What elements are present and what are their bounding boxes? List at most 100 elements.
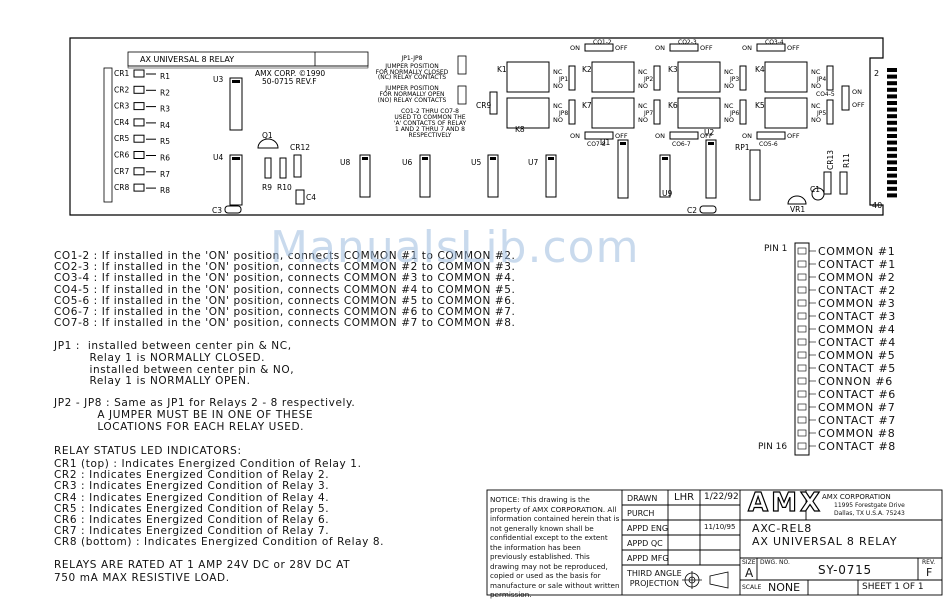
ic-notch <box>490 157 496 160</box>
off-label: OFF <box>615 44 628 52</box>
led-note-line: CR7 : Indicates Energized Condition of R… <box>54 525 330 538</box>
jp-label: JP4 <box>816 76 826 83</box>
relay-label: K8 <box>515 125 525 134</box>
cr9-label: CR9 <box>476 101 491 110</box>
no-label: NO <box>638 82 648 90</box>
tb-sheet: SHEET 1 OF 1 <box>862 582 924 592</box>
resistor-label: R5 <box>160 137 170 146</box>
terminal-pin <box>797 377 807 385</box>
ic-chip <box>419 154 431 198</box>
connector-pin-label: CONTACT #5 <box>818 362 896 375</box>
tb-rev: F <box>926 566 933 579</box>
ic-label: U9 <box>662 189 672 198</box>
connector-pin-label: CONTACT #2 <box>818 284 896 297</box>
led-label: CR7 <box>114 167 129 176</box>
connector-pin-label: CONTACT #4 <box>818 336 896 349</box>
notice-text: NOTICE: This drawing is the property of … <box>490 495 620 599</box>
off-label: OFF <box>787 44 800 52</box>
c4-capacitor <box>295 189 305 205</box>
led-symbol <box>133 118 145 127</box>
terminal-pin <box>797 351 807 359</box>
r10-label: R10 <box>277 183 292 192</box>
resistor-label: R7 <box>160 170 170 179</box>
co-jumper <box>756 43 786 52</box>
c4-label: C4 <box>306 193 316 202</box>
jp-label: JP8 <box>558 110 568 117</box>
relay-body <box>591 61 635 93</box>
rp1-label: RP1 <box>735 143 750 152</box>
jp-label: JP1 <box>558 76 568 83</box>
jumper-block <box>826 65 834 91</box>
co-label: CO4-5 <box>816 91 835 98</box>
terminal-pin <box>797 286 807 294</box>
edge-pad <box>887 173 897 178</box>
connector-pin-label: CONTACT #6 <box>818 388 896 401</box>
no-label: NO <box>553 116 563 124</box>
connector-pin-label: CONTACT #7 <box>818 414 896 427</box>
on-label: ON <box>570 44 580 52</box>
off-label: OFF <box>787 132 800 140</box>
connector-pin-label: CONTACT #1 <box>818 258 896 271</box>
terminal-pin <box>797 247 807 255</box>
c1-label: C1 <box>810 185 820 194</box>
ic-chip <box>617 139 629 199</box>
relay-label: K4 <box>755 65 765 74</box>
led-note-line: CR5 : Indicates Energized Condition of R… <box>54 502 330 515</box>
co-jumper <box>841 85 850 111</box>
connector-pin-label: COMMON #1 <box>818 245 896 258</box>
led-title: RELAY STATUS LED INDICATORS: <box>54 445 242 457</box>
connector-pin-label: COMMON #2 <box>818 271 896 284</box>
edge-pad <box>887 180 897 185</box>
resistor-label: R4 <box>160 121 170 130</box>
ic-chip <box>487 154 499 198</box>
no-label: NO <box>811 116 821 124</box>
jumper-note-line: JUMPER POSITION <box>384 63 438 70</box>
relay-body <box>764 97 808 129</box>
ic-label: U7 <box>528 158 538 167</box>
resistor-label: R6 <box>160 154 170 163</box>
tb-scale-label: SCALE <box>742 584 762 591</box>
led-note-line: CR6 : Indicates Energized Condition of R… <box>54 514 330 526</box>
led-note-line: CR1 (top) : Indicates Energized Conditio… <box>54 458 362 470</box>
ic-chip <box>229 154 243 206</box>
tb-scale: NONE <box>768 581 801 594</box>
nc-label: NC <box>553 68 563 76</box>
co-jumper <box>669 131 699 140</box>
resistor-label: R3 <box>160 105 170 114</box>
terminal-pin <box>797 273 807 281</box>
rating-note: RELAYS ARE RATED AT 1 AMP 24V DC or 28V … <box>54 559 351 584</box>
nc-label: NC <box>724 102 734 110</box>
terminal-connector <box>794 242 810 456</box>
ic-label: U5 <box>471 158 481 167</box>
c2-capacitor <box>699 205 717 214</box>
no-label: NO <box>811 82 821 90</box>
title-block-frame <box>486 489 943 596</box>
board-part-rev: 50-0715 REV.F <box>262 77 317 86</box>
edge-pad <box>887 94 897 99</box>
co-label: CO2-3 <box>678 39 697 46</box>
led-label: CR3 <box>114 102 129 111</box>
edge-pin-40: 40 <box>872 201 882 210</box>
c2-label: C2 <box>687 206 697 215</box>
co-jumper <box>584 131 614 140</box>
terminal-pin <box>797 403 807 411</box>
led-symbol <box>133 134 145 143</box>
led-symbol <box>133 167 145 176</box>
co-note-line: CO2-3 : If installed in the 'ON' positio… <box>54 261 516 274</box>
tb-dwg: SY-0715 <box>818 563 872 577</box>
on-label: ON <box>852 88 862 96</box>
ic-label: U8 <box>340 158 350 167</box>
co-note-line: CO4-5 : If installed in the 'ON' positio… <box>54 283 516 296</box>
ic-chip <box>659 154 671 198</box>
jumper-block <box>568 65 576 91</box>
ic-chip <box>229 77 243 131</box>
co-jumper <box>756 131 786 140</box>
led-label: CR6 <box>114 151 129 160</box>
edge-connector-pads <box>887 68 897 198</box>
